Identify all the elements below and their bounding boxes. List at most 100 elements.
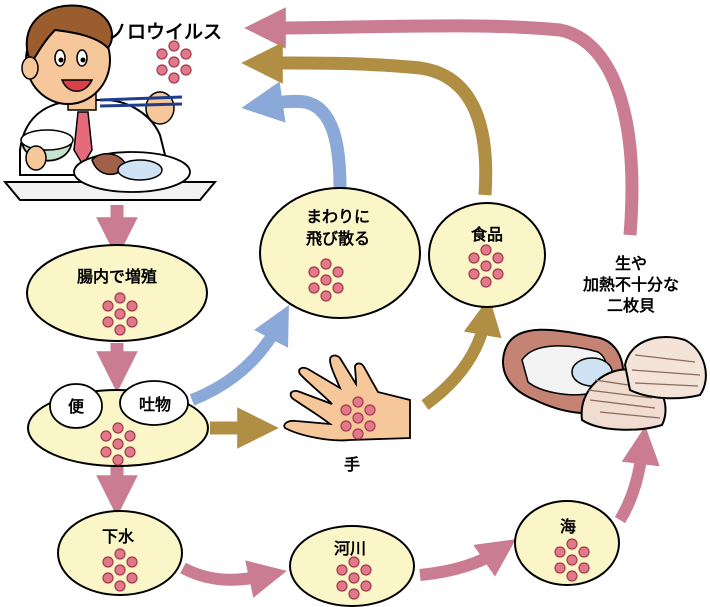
virus-dot (156, 64, 168, 76)
virus-dot (468, 252, 480, 264)
virus-dot (320, 290, 332, 302)
virus-dot (332, 266, 344, 278)
sea-label: 海 (560, 517, 576, 536)
virus-dot (124, 430, 136, 442)
virus-dot (126, 572, 138, 584)
river-bubble: 河川 (289, 525, 415, 607)
arrow-sewage-to-river (180, 560, 287, 598)
virus-dot (112, 454, 124, 466)
virus-dot (126, 300, 138, 312)
arrow-food-to-person (241, 42, 493, 196)
virus-dot (492, 252, 504, 264)
intestine-bubble: 腸内で増殖 (26, 244, 208, 342)
virus-dot (340, 404, 352, 416)
arrow-scatter-to-person (241, 81, 347, 189)
virus-dot (320, 274, 332, 286)
virus-dot (114, 548, 126, 560)
virus-dot (102, 572, 114, 584)
food-bubble: 食品 (428, 202, 546, 308)
virus-dot (348, 556, 360, 568)
vomit-label: 吐物 (139, 395, 171, 414)
arrow-excreta-to-scatter (189, 305, 289, 406)
virus-dot (156, 48, 168, 60)
hand-label: 手 (344, 455, 360, 474)
stool-label: 便 (68, 397, 85, 416)
virus-dot (336, 564, 348, 576)
virus-dot (480, 244, 492, 256)
virus-dot (468, 268, 480, 280)
food-label: 食品 (470, 225, 503, 244)
virus-dot (566, 538, 578, 550)
virus-dot (114, 292, 126, 304)
virus-dot (114, 324, 126, 336)
virus-cluster-excreta (100, 422, 136, 466)
virus-dot (348, 588, 360, 600)
virus-cluster-river (336, 556, 372, 600)
shellfish-label-line3: 二枚貝 (607, 296, 655, 315)
sea-bubble: 海 (514, 500, 620, 586)
virus-dot (578, 546, 590, 558)
person-eating-illustration (2, 4, 218, 201)
virus-dot (320, 258, 332, 270)
virus-dot (308, 266, 320, 278)
virus-dot (352, 396, 364, 408)
virus-dot (492, 268, 504, 280)
scatter-bubble: まわりに 飛び散る (259, 187, 421, 319)
virus-dot (340, 420, 352, 432)
virus-dot (364, 420, 376, 432)
shellfish-illustration (502, 328, 707, 431)
virus-cluster-title (156, 40, 192, 84)
arrow-shellfish-to-person (244, 7, 639, 236)
virus-cluster-scatter (308, 258, 344, 302)
virus-dot (112, 422, 124, 434)
hand-illustration (283, 354, 411, 442)
virus-dot (352, 412, 364, 424)
virus-dot (360, 580, 372, 592)
virus-dot (114, 564, 126, 576)
virus-dot (480, 260, 492, 272)
shellfish-label-line1: 生や (615, 254, 647, 273)
virus-dot (168, 40, 180, 52)
scatter-label-line1: まわりに (306, 207, 370, 226)
arrow-hand-to-food (421, 297, 502, 410)
arrow-river-to-sea (419, 539, 516, 581)
virus-dot (578, 562, 590, 574)
virus-dot (168, 72, 180, 84)
virus-dot (364, 404, 376, 416)
virus-cluster-sewage (102, 548, 138, 592)
virus-cluster-intestine (102, 292, 138, 336)
virus-dot (554, 546, 566, 558)
arrows (96, 7, 660, 598)
river-label: 河川 (334, 539, 366, 558)
virus-dot (308, 282, 320, 294)
virus-cluster-food (468, 244, 504, 288)
virus-dot (180, 48, 192, 60)
virus-cluster-hand (340, 396, 376, 440)
virus-dot (566, 570, 578, 582)
shellfish-label-line2: 加熱不十分な (582, 275, 679, 294)
virus-dot (100, 446, 112, 458)
virus-dot (352, 428, 364, 440)
virus-dot (102, 300, 114, 312)
norovirus-label: ノロウイルス (108, 21, 222, 43)
scatter-label-line2: 飛び散る (305, 229, 370, 248)
virus-dot (168, 56, 180, 68)
virus-dot (100, 430, 112, 442)
virus-dot (480, 276, 492, 288)
virus-dot (336, 580, 348, 592)
virus-dot (114, 308, 126, 320)
virus-dot (126, 316, 138, 328)
virus-dot (114, 580, 126, 592)
virus-dot (102, 556, 114, 568)
excreta-bubble: 便 吐物 (27, 380, 209, 467)
virus-dot (332, 282, 344, 294)
virus-dot (180, 64, 192, 76)
virus-dot (348, 572, 360, 584)
sewage-bubble: 下水 (57, 510, 183, 596)
virus-dot (112, 438, 124, 450)
virus-dot (102, 316, 114, 328)
arrow-sea-to-shellfish (614, 425, 660, 524)
virus-dot (554, 562, 566, 574)
intestine-label: 腸内で増殖 (77, 267, 157, 286)
